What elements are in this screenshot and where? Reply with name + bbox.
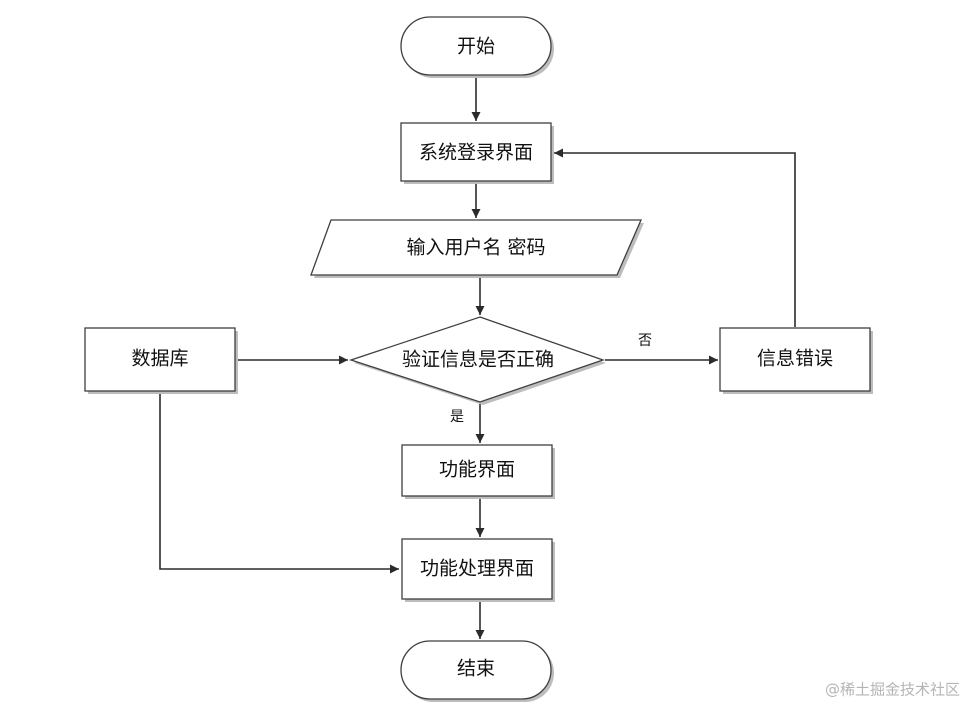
verify-node: 验证信息是否正确 — [348, 316, 606, 405]
edge-database-to-processing — [159, 392, 399, 574]
start-label: 开始 — [457, 36, 495, 58]
function-node: 功能界面 — [401, 444, 555, 499]
database-node: 数据库 — [84, 327, 238, 394]
edge-label-yes: 是 — [450, 409, 464, 425]
edge-error-to-login — [554, 148, 796, 327]
input-label: 输入用户名 密码 — [406, 237, 545, 259]
verify-label: 验证信息是否正确 — [402, 349, 554, 371]
watermark-text: @稀土掘金技术社区 — [825, 681, 960, 699]
error-node: 信息错误 — [719, 327, 873, 394]
login-label: 系统登录界面 — [419, 142, 533, 164]
edges — [159, 75, 796, 639]
processing-node: 功能处理界面 — [401, 538, 555, 602]
edge-label-no: 否 — [638, 333, 652, 349]
start-node: 开始 — [400, 16, 554, 78]
input-node: 输入用户名 密码 — [310, 219, 644, 278]
login-node: 系统登录界面 — [400, 122, 554, 184]
processing-label: 功能处理界面 — [420, 558, 534, 580]
end-label: 结束 — [457, 658, 495, 680]
database-label: 数据库 — [131, 348, 188, 370]
function-label: 功能界面 — [439, 459, 515, 481]
error-label: 信息错误 — [757, 348, 833, 370]
end-node: 结束 — [400, 640, 554, 702]
